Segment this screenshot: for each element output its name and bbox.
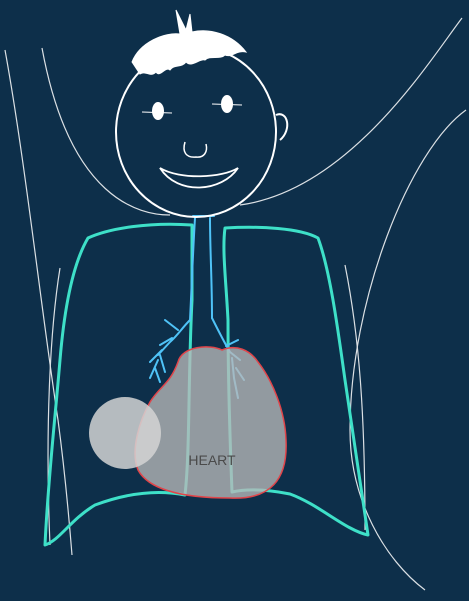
right-side-line bbox=[350, 110, 466, 590]
left-inner-body-line bbox=[48, 268, 60, 545]
heart-label: HEART bbox=[188, 452, 236, 468]
hair bbox=[132, 10, 246, 74]
left-arm-outer-line bbox=[5, 50, 72, 555]
mouth bbox=[160, 168, 238, 188]
right-eye-line bbox=[212, 104, 242, 105]
bubble-circle bbox=[89, 397, 161, 469]
right-ear bbox=[276, 114, 287, 140]
trachea-right-wall bbox=[210, 218, 212, 318]
body-outline bbox=[5, 18, 466, 590]
hair-tuft bbox=[132, 10, 246, 74]
left-eye-line bbox=[142, 112, 172, 113]
left-eye bbox=[152, 102, 164, 120]
nose bbox=[184, 142, 206, 157]
head bbox=[116, 10, 287, 217]
